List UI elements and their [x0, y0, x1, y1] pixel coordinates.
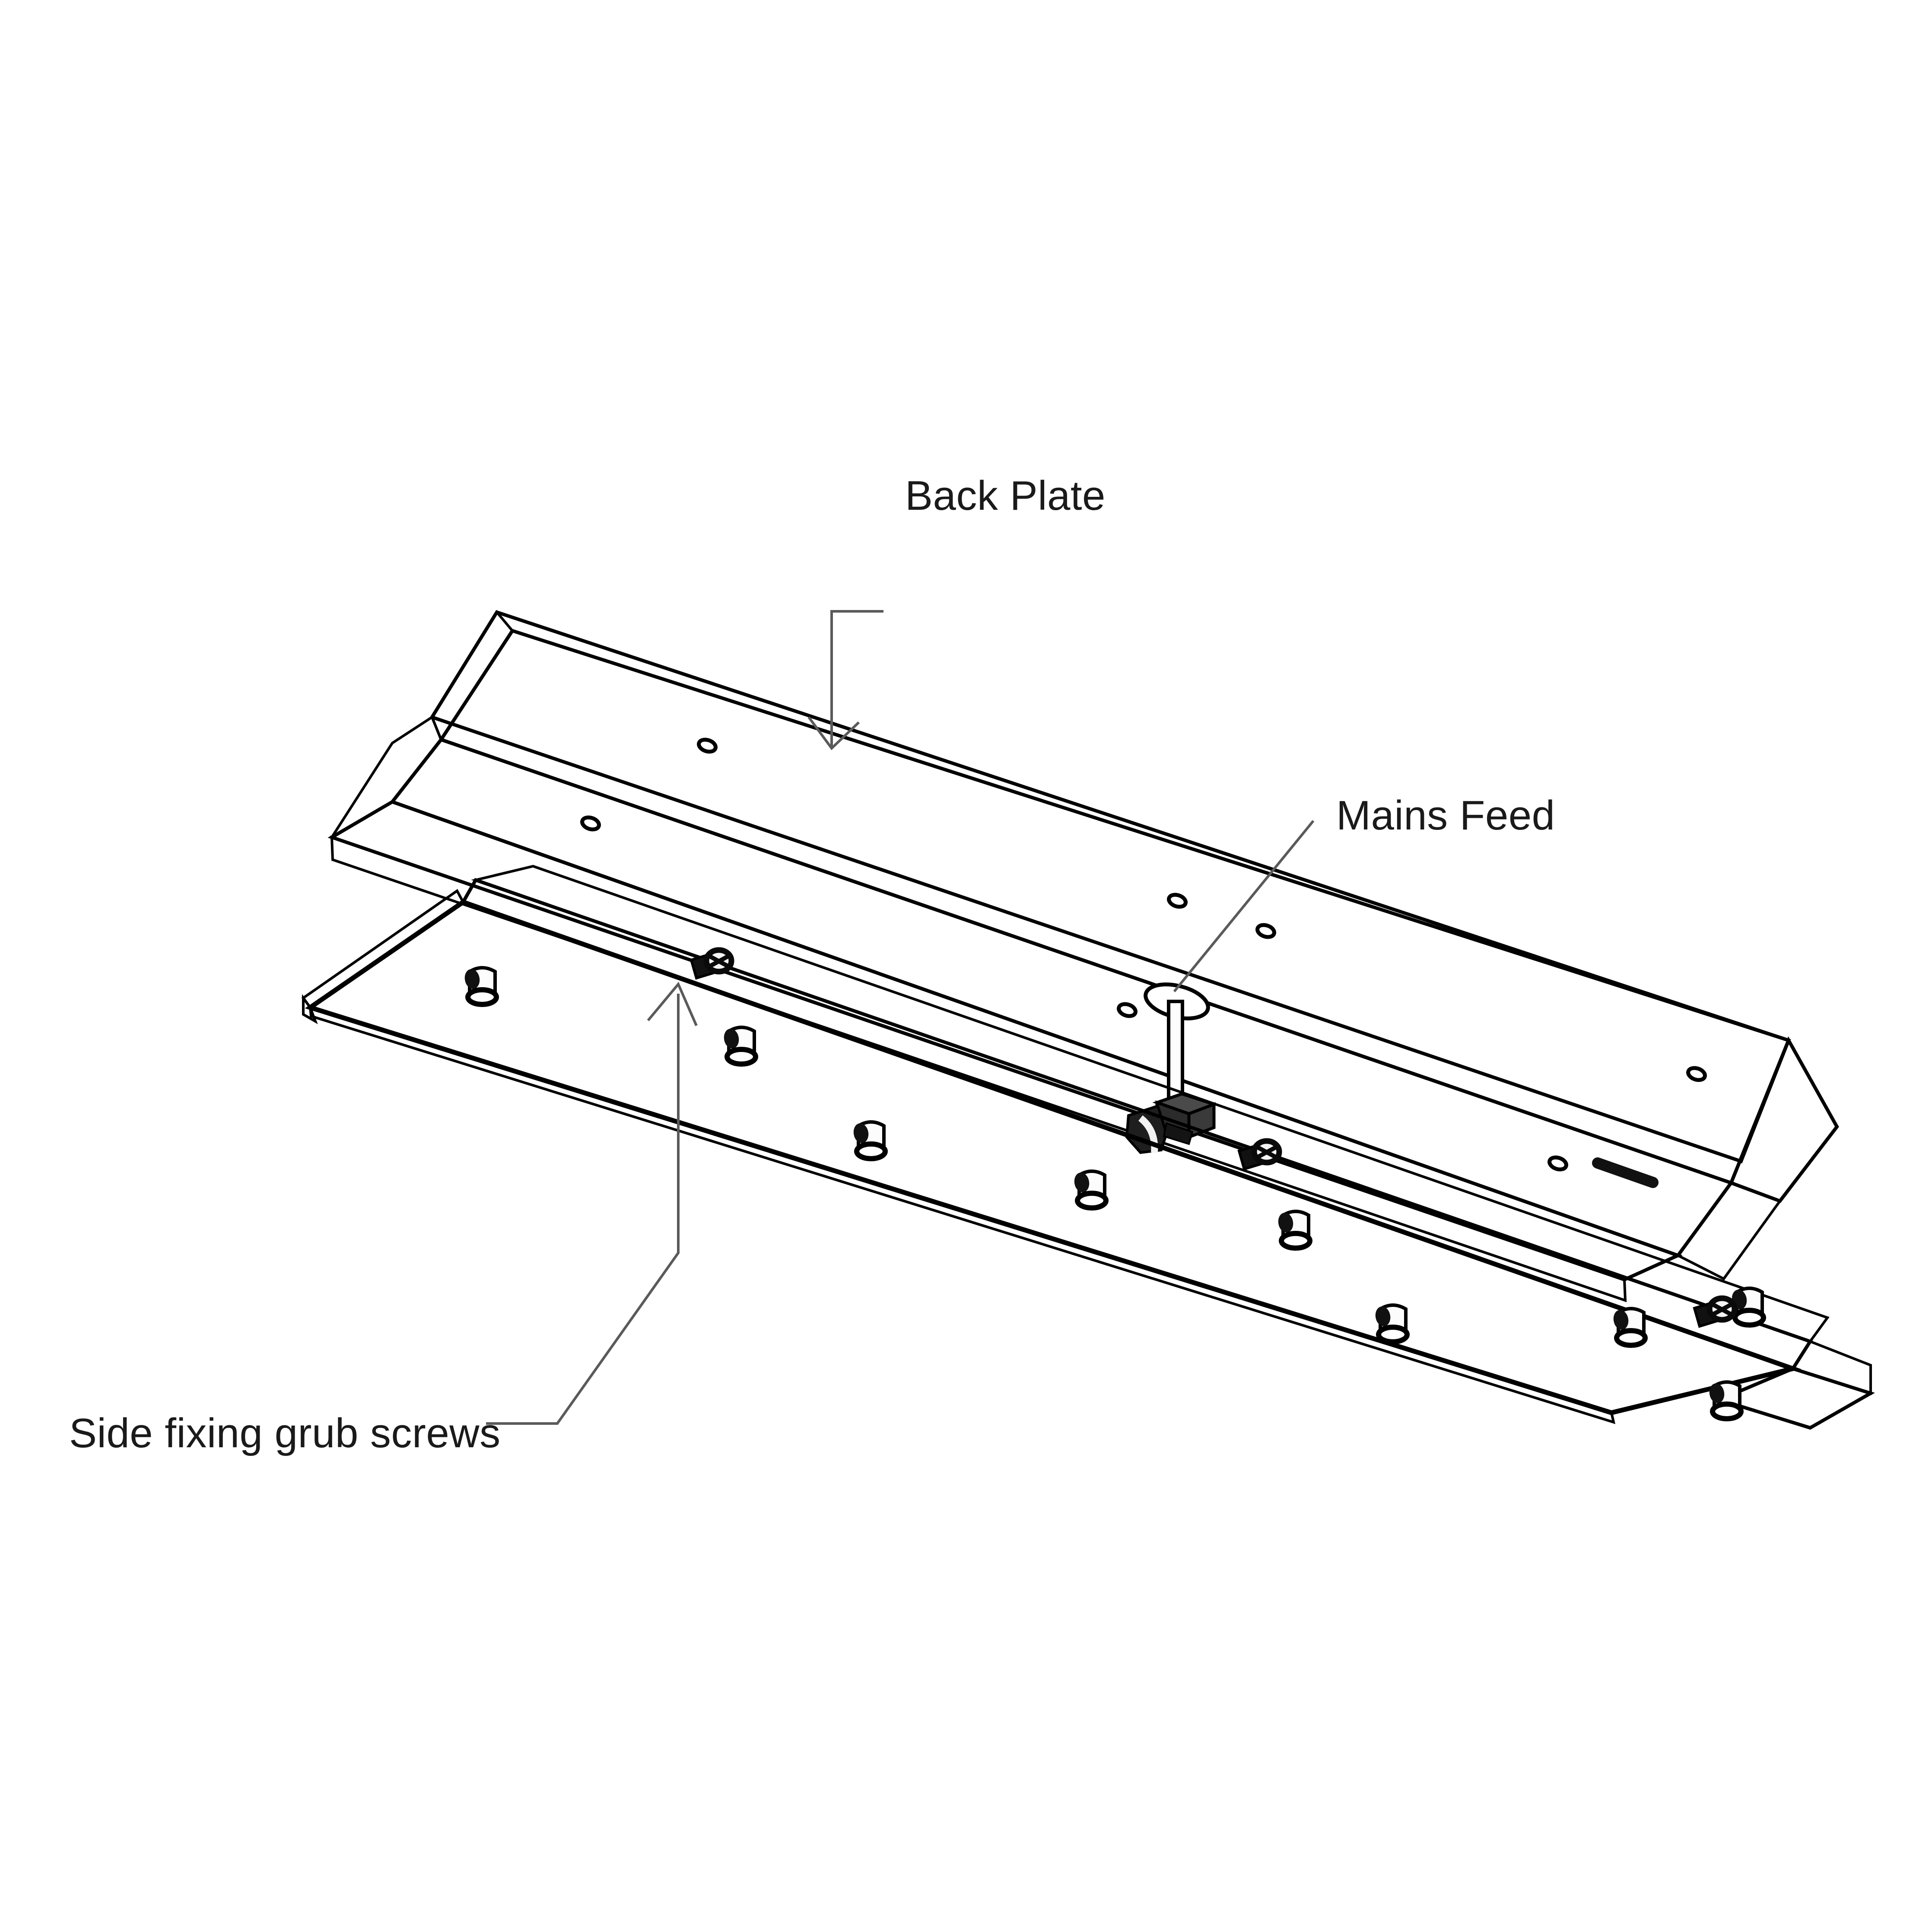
lower-plate-left-end: [302, 994, 318, 1024]
callout-mains-feed: Mains Feed: [1173, 792, 1555, 992]
lower-plate-left-edge: [301, 889, 465, 1010]
callout-label-side-fixing-grub-screws: Side fixing grub screws: [69, 1410, 501, 1456]
grub-screw-boss: [1613, 1307, 1648, 1348]
mains-feed-leader-line: [1173, 820, 1315, 992]
cable-clamp-shadow: [1163, 1122, 1194, 1145]
grub-screw-boss: [1278, 1210, 1312, 1251]
back-plate-front-flange: [327, 800, 1683, 1282]
grub-screw-boss: [1375, 1303, 1410, 1344]
side-fixing-grub-screw: [690, 947, 734, 980]
back-plate-front-hole-1: [580, 815, 601, 832]
grub-screw-bosses: [464, 966, 1766, 1421]
grub-screws-arrow-head: [647, 982, 698, 1026]
lower-plate-front-edge: [308, 1005, 1616, 1424]
grub-screw-boss: [853, 1120, 888, 1161]
side-fixing-grub-screw: [1693, 1295, 1738, 1328]
grub-screw-boss: [1074, 1169, 1109, 1211]
back-plate-leader-line: [830, 610, 883, 747]
side-fixing-grub-screw: [1237, 1138, 1282, 1171]
callout-label-back-plate: Back Plate: [905, 473, 1106, 519]
lower-plate-right-end: [1714, 1366, 1875, 1430]
back-plate-slot: [1592, 1157, 1659, 1188]
grub-screw-boss: [464, 966, 499, 1007]
back-plate-front-lip: [330, 835, 1627, 1303]
cable-clamp-strap: [1138, 1115, 1158, 1153]
grub-screw-boss: [724, 1026, 758, 1067]
back-plate-arrow-head: [807, 716, 860, 750]
grub-screw-boss: [1709, 1380, 1744, 1421]
lower-plate-part: [301, 864, 1875, 1430]
back-plate-right-end-rear: [1729, 1036, 1839, 1203]
back-plate-hole-3: [1255, 923, 1276, 939]
callout-back-plate: Back Plate: [807, 473, 1106, 750]
mains-feed-assembly: [1125, 1000, 1219, 1154]
lower-plate-surface: [305, 899, 1802, 1415]
grub-screws-leader-line: [486, 994, 680, 1425]
back-plate-front-hole-2: [1117, 1002, 1138, 1018]
back-plate-hole-4: [1686, 1066, 1707, 1082]
lower-plate-right-rim-return: [1791, 1340, 1872, 1395]
back-plate-front-hole-3: [1548, 1155, 1568, 1172]
back-plate-right-end-front: [1676, 1181, 1782, 1281]
back-plate-hole-1: [697, 737, 718, 754]
back-plate-left-end-cap: [330, 715, 443, 839]
back-plate-hole-2: [1167, 893, 1188, 909]
callout-label-mains-feed: Mains Feed: [1336, 792, 1555, 839]
callout-side-fixing-grub-screws: Side fixing grub screws: [69, 982, 698, 1456]
side-fixing-grub-screws: [690, 947, 1738, 1328]
